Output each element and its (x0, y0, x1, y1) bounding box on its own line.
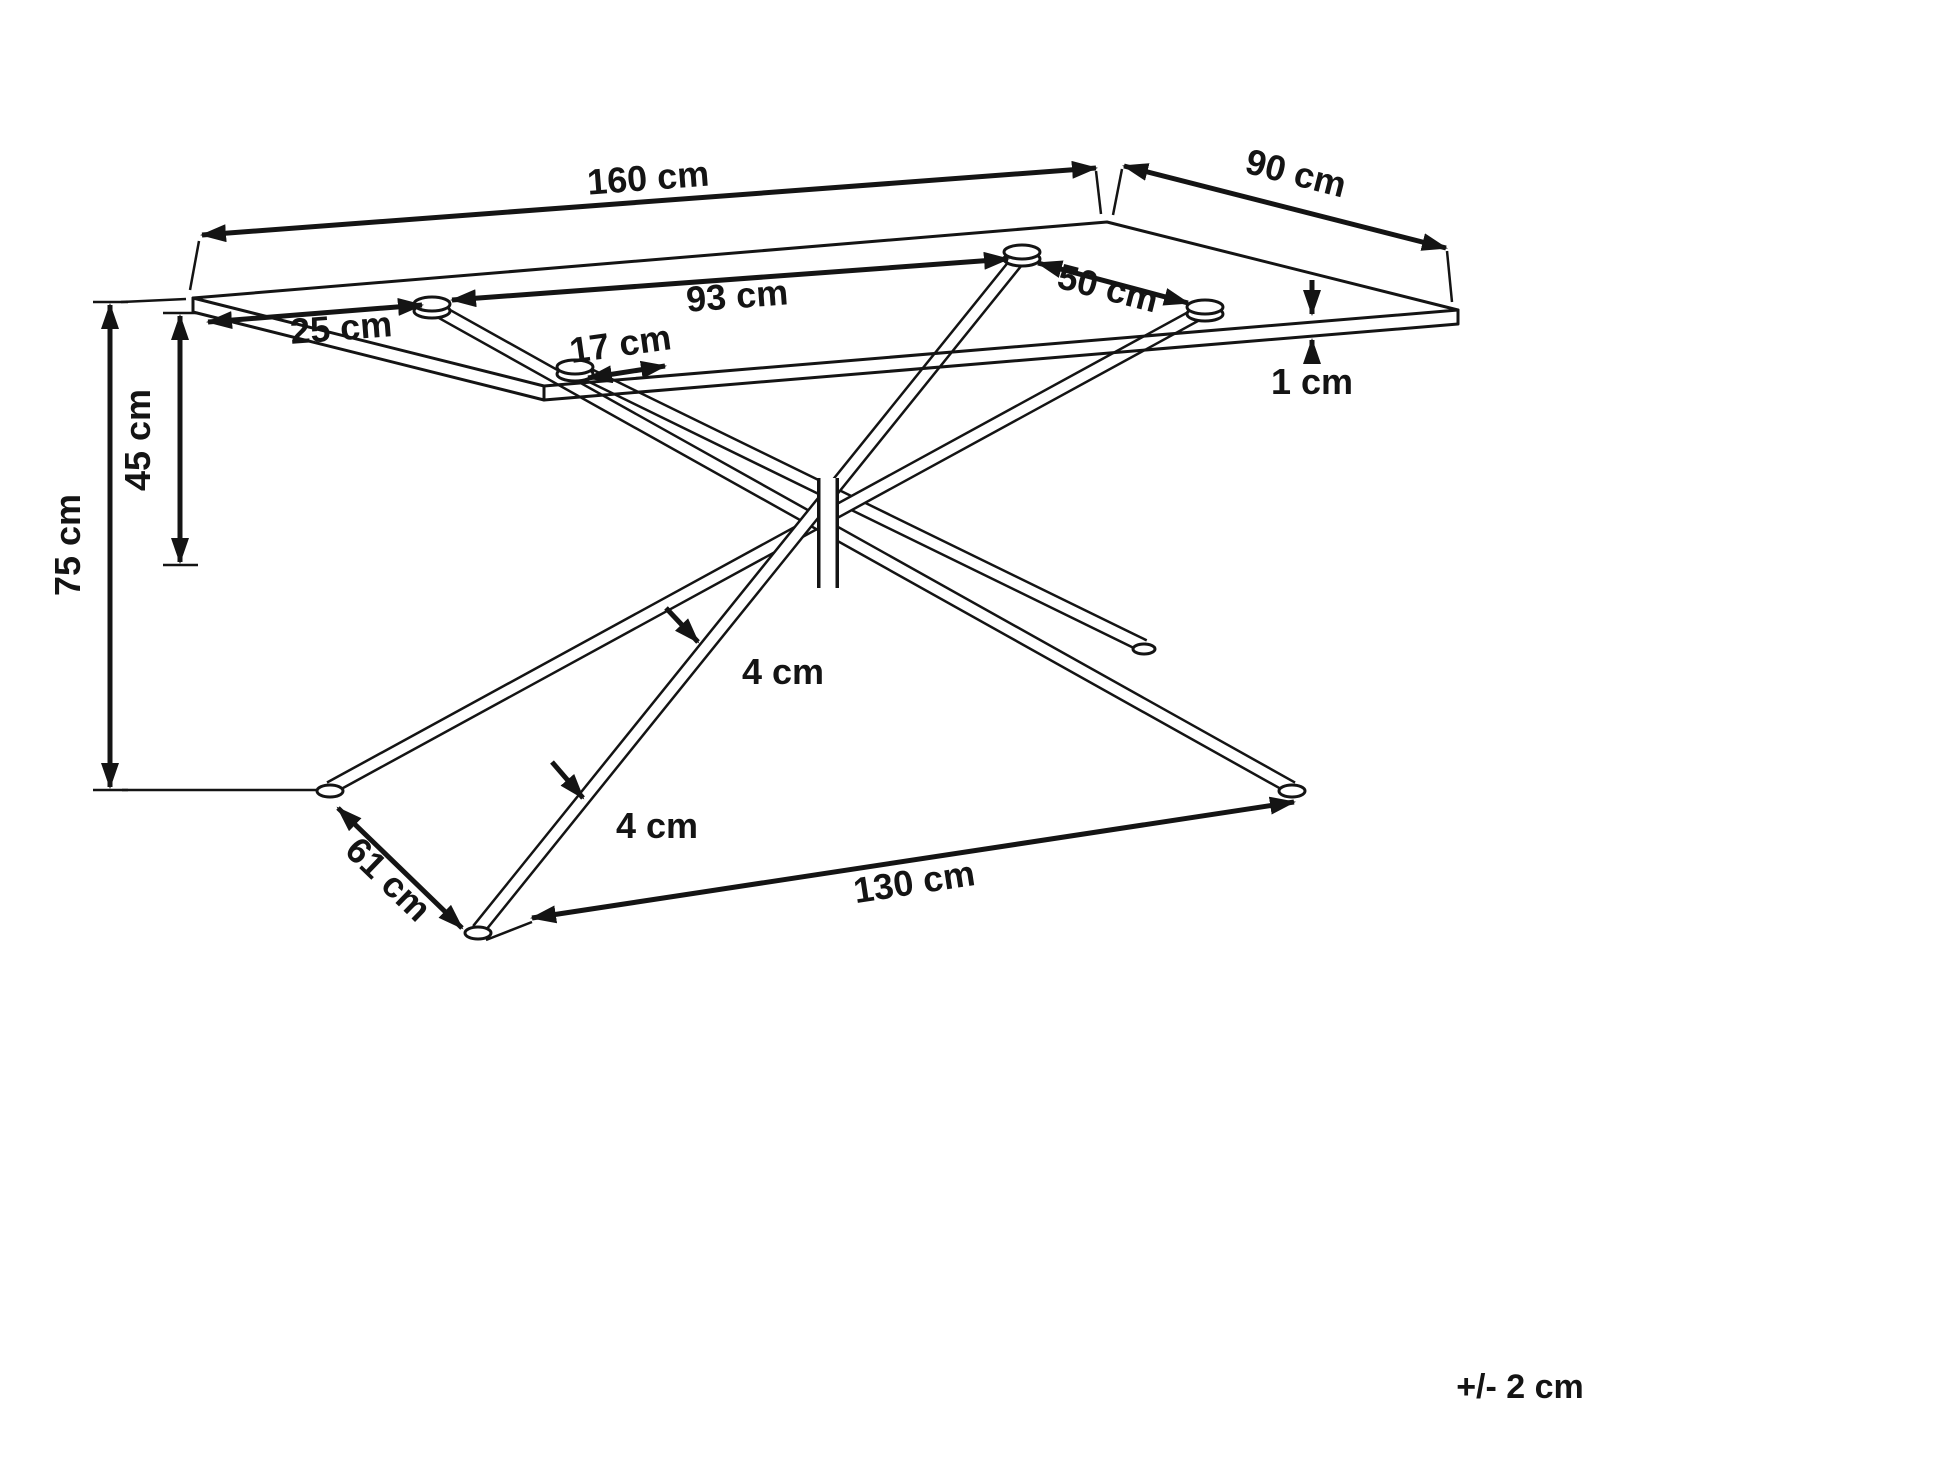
dimension-top-length (188, 160, 1103, 291)
dimension-base-depth (336, 806, 464, 930)
dimension-under-clearance (163, 311, 198, 567)
dimension-top-depth-label: 90 cm (1242, 140, 1351, 205)
dimension-base-depth-label: 61 cm (338, 829, 440, 929)
table-leg (428, 300, 1296, 795)
feet (315, 642, 1307, 941)
table-foot (1277, 783, 1307, 799)
leg-pad (1002, 243, 1042, 268)
dimension-pad-gap-label: 17 cm (567, 316, 674, 371)
dimension-top-thickness-label: 1 cm (1271, 361, 1353, 402)
dimension-pad-span-label: 93 cm (685, 271, 790, 320)
dimension-pad-gap (586, 360, 667, 384)
dimension-total-height-label: 75 cm (47, 494, 88, 596)
dimension-pad-inset (206, 297, 424, 330)
dimension-total-height (93, 297, 316, 792)
dimension-top-length-label: 160 cm (586, 153, 711, 203)
dimension-pad-depth-span (1036, 260, 1190, 306)
dimension-labels: 160 cm 90 cm 93 cm 25 cm 50 cm 17 cm 1 c… (47, 140, 1353, 929)
dimension-leg-width-lower-label: 4 cm (616, 805, 698, 846)
dimension-base-length-label: 130 cm (851, 852, 978, 911)
table-leg (326, 303, 1209, 795)
dimension-pad-inset-label: 25 cm (289, 303, 394, 352)
dimension-base-length (485, 796, 1296, 942)
dimension-leg-width-lower (550, 760, 585, 800)
glass-top (191, 220, 1460, 402)
leg-pad (1185, 298, 1225, 323)
dimension-leg-width-upper-label: 4 cm (742, 651, 824, 692)
table-foot (315, 783, 345, 799)
table-foot (463, 925, 493, 941)
dimension-pad-depth-span-label: 50 cm (1054, 255, 1163, 320)
dimension-top-depth (1111, 163, 1454, 303)
dimension-leg-width-upper (664, 606, 700, 644)
dimension-pad-span (450, 251, 1010, 308)
dimension-under-clearance-label: 45 cm (117, 389, 158, 491)
spider-leg-frame (326, 250, 1296, 935)
table-foot (1131, 642, 1157, 656)
tolerance-note: +/- 2 cm (1456, 1368, 1584, 1406)
